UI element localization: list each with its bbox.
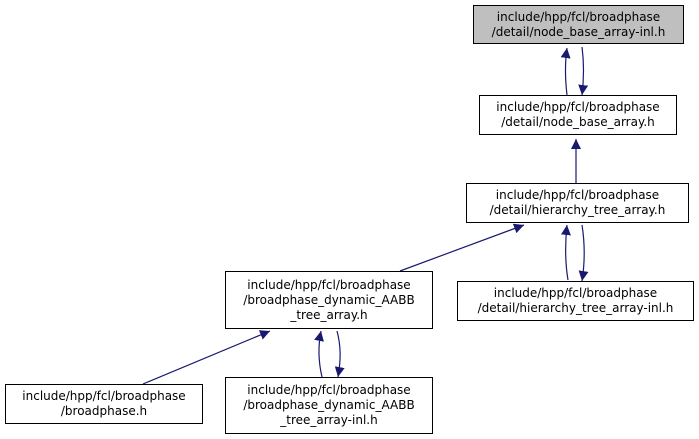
edge-hierarchy-tree-array-inl-to-header — [560, 224, 571, 281]
node-label-line: /detail/hierarchy_tree_array-inl.h — [477, 301, 674, 315]
node-label-line: /detail/hierarchy_tree_array.h — [489, 203, 666, 217]
node-broadphase[interactable]: include/hpp/fcl/broadphase /broadphase.h — [5, 384, 203, 424]
edge-node-base-array-to-inl — [560, 47, 571, 96]
node-label-line: /broadphase.h — [60, 404, 148, 418]
node-label-line: _tree_array.h — [290, 307, 368, 322]
node-label-line: include/hpp/fcl/broadphase — [493, 286, 658, 300]
node-label-line: include/hpp/fcl/broadphase — [247, 277, 411, 292]
node-label-line: /broadphase_dynamic_AABB — [243, 292, 415, 307]
node-label-line: include/hpp/fcl/broadphase — [496, 100, 660, 114]
node-hierarchy-tree-array-inl[interactable]: include/hpp/fcl/broadphase /detail/hiera… — [457, 281, 694, 321]
node-label-line: _tree_array-inl.h — [280, 413, 378, 427]
edge-dynamic-aabb-inl-to-header — [314, 330, 324, 378]
edge-dynamic-aabb-to-inl — [334, 330, 345, 378]
node-label-line: /broadphase_dynamic_AABB — [243, 398, 415, 412]
edge-hierarchy-tree-array-to-inl — [578, 224, 589, 282]
node-node-base-array[interactable]: include/hpp/fcl/broadphase /detail/node_… — [479, 95, 677, 135]
node-hierarchy-tree-array[interactable]: include/hpp/fcl/broadphase /detail/hiera… — [466, 183, 689, 223]
node-broadphase-dynamic-aabb-tree-array[interactable]: include/hpp/fcl/broadphase /broadphase_d… — [225, 271, 433, 329]
node-label-line: /detail/node_base_array.h — [501, 115, 655, 129]
node-label-line: include/hpp/fcl/broadphase — [496, 9, 661, 24]
edge-dynamic-aabb-to-hierarchy-tree-array — [399, 223, 525, 272]
node-label-line: include/hpp/fcl/broadphase — [22, 389, 186, 403]
edge-broadphase-to-dynamic-aabb — [142, 330, 271, 385]
node-label-line: /detail/node_base_array-inl.h — [491, 24, 666, 39]
node-broadphase-dynamic-aabb-tree-array-inl[interactable]: include/hpp/fcl/broadphase /broadphase_d… — [225, 377, 433, 434]
node-node-base-array-inl[interactable]: include/hpp/fcl/broadphase /detail/node_… — [473, 5, 684, 44]
edge-node-base-array-inl-to-header — [578, 46, 589, 96]
node-label-line: include/hpp/fcl/broadphase — [247, 383, 411, 397]
node-label-line: include/hpp/fcl/broadphase — [495, 188, 660, 202]
